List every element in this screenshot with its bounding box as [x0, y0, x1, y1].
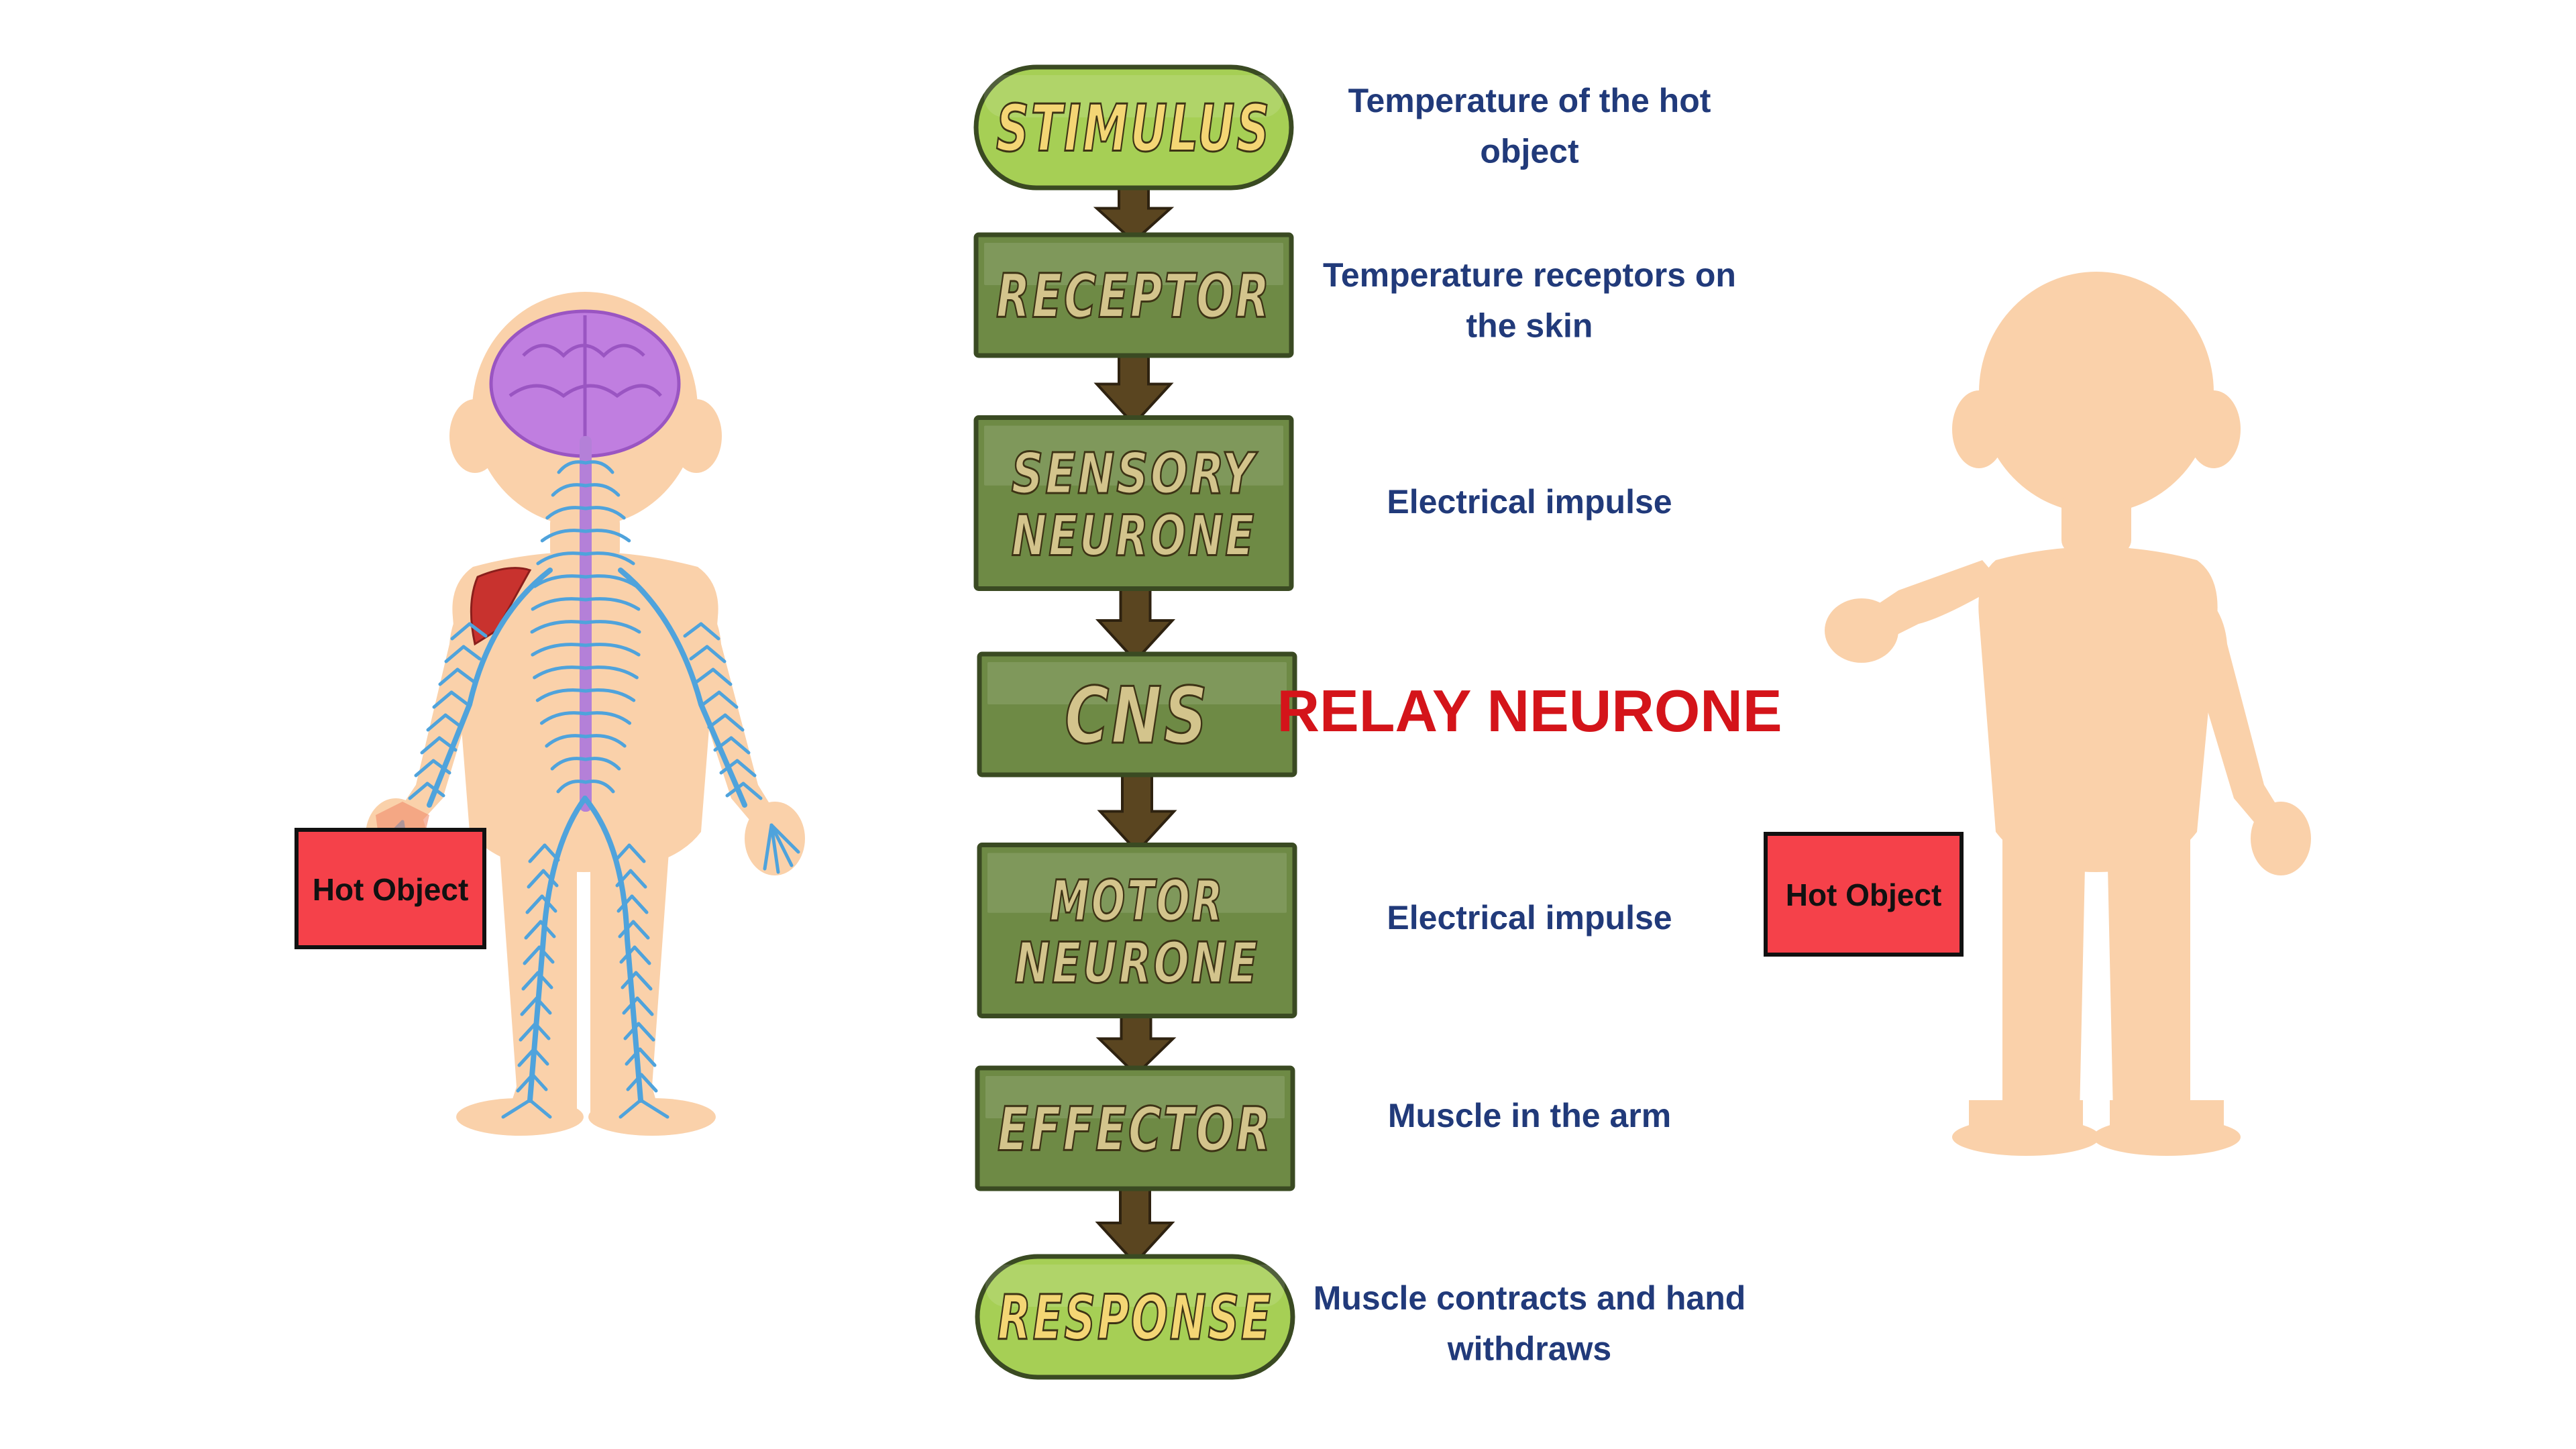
stage-label: MOTOR	[1050, 868, 1224, 934]
body-with-nervous-system-icon	[366, 292, 805, 1136]
description-line: Muscle in the arm	[1388, 1097, 1671, 1134]
stage-response: RESPONSE	[975, 1254, 1295, 1380]
description-line: Temperature receptors on	[1323, 256, 1736, 294]
stage-receptor: RECEPTOR	[973, 232, 1294, 358]
stage-description: Muscle in the arm	[1388, 1097, 1671, 1134]
stage-label: NEURONE	[1012, 502, 1256, 568]
stage-description: Muscle contracts and hand withdraws	[1313, 1279, 1746, 1368]
flow-arrow-icon	[1095, 1008, 1177, 1077]
stage-label: SENSORY	[1012, 441, 1258, 506]
flow-arrow-icon	[1093, 347, 1174, 427]
stage-effector: EFFECTOR	[975, 1065, 1295, 1191]
flow-arrow-icon	[1095, 580, 1176, 663]
stage-stimulus: STIMULUS	[973, 64, 1294, 191]
description-line: withdraws	[1447, 1330, 1611, 1368]
flow-descriptions: Temperature of the hotobjectTemperature …	[1277, 82, 1782, 1368]
hot-object-label: Hot Object	[313, 872, 469, 907]
flow-stages: STIMULUSRECEPTORSENSORYNEURONECNSMOTORNE…	[973, 64, 1297, 1380]
description-line: Electrical impulse	[1387, 899, 1672, 936]
description-line: Muscle contracts and hand	[1313, 1279, 1746, 1317]
stage-label: NEURONE	[1015, 930, 1260, 996]
stage-description: Electrical impulse	[1387, 899, 1672, 936]
description-line: RELAY NEURONE	[1277, 678, 1782, 744]
relay-neurone-label: RELAY NEURONE	[1277, 678, 1782, 744]
stage-description: Electrical impulse	[1387, 483, 1672, 521]
stage-label: STIMULUS	[996, 91, 1271, 166]
stage-label: EFFECTOR	[998, 1094, 1273, 1165]
description-line: Electrical impulse	[1387, 483, 1672, 521]
hot-object-left: Hot Object	[294, 828, 486, 949]
stage-description: Temperature receptors on the skin	[1323, 256, 1736, 345]
description-line: the skin	[1466, 307, 1593, 345]
stage-cns: CNS	[977, 651, 1297, 777]
stage-label: CNS	[1065, 671, 1210, 761]
hot-object-right: Hot Object	[1764, 832, 1964, 957]
stage-label: RECEPTOR	[996, 261, 1271, 331]
flow-arrow-icon	[1097, 767, 1177, 854]
description-line: Temperature of the hot	[1348, 82, 1711, 119]
body-silhouette-icon	[1825, 272, 2311, 1156]
stage-label: RESPONSE	[998, 1282, 1273, 1354]
stage-description: Temperature of the hot object	[1348, 82, 1711, 170]
hot-object-label: Hot Object	[1786, 877, 1942, 912]
flow-arrow-icon	[1095, 1181, 1175, 1265]
description-line: object	[1480, 133, 1579, 170]
